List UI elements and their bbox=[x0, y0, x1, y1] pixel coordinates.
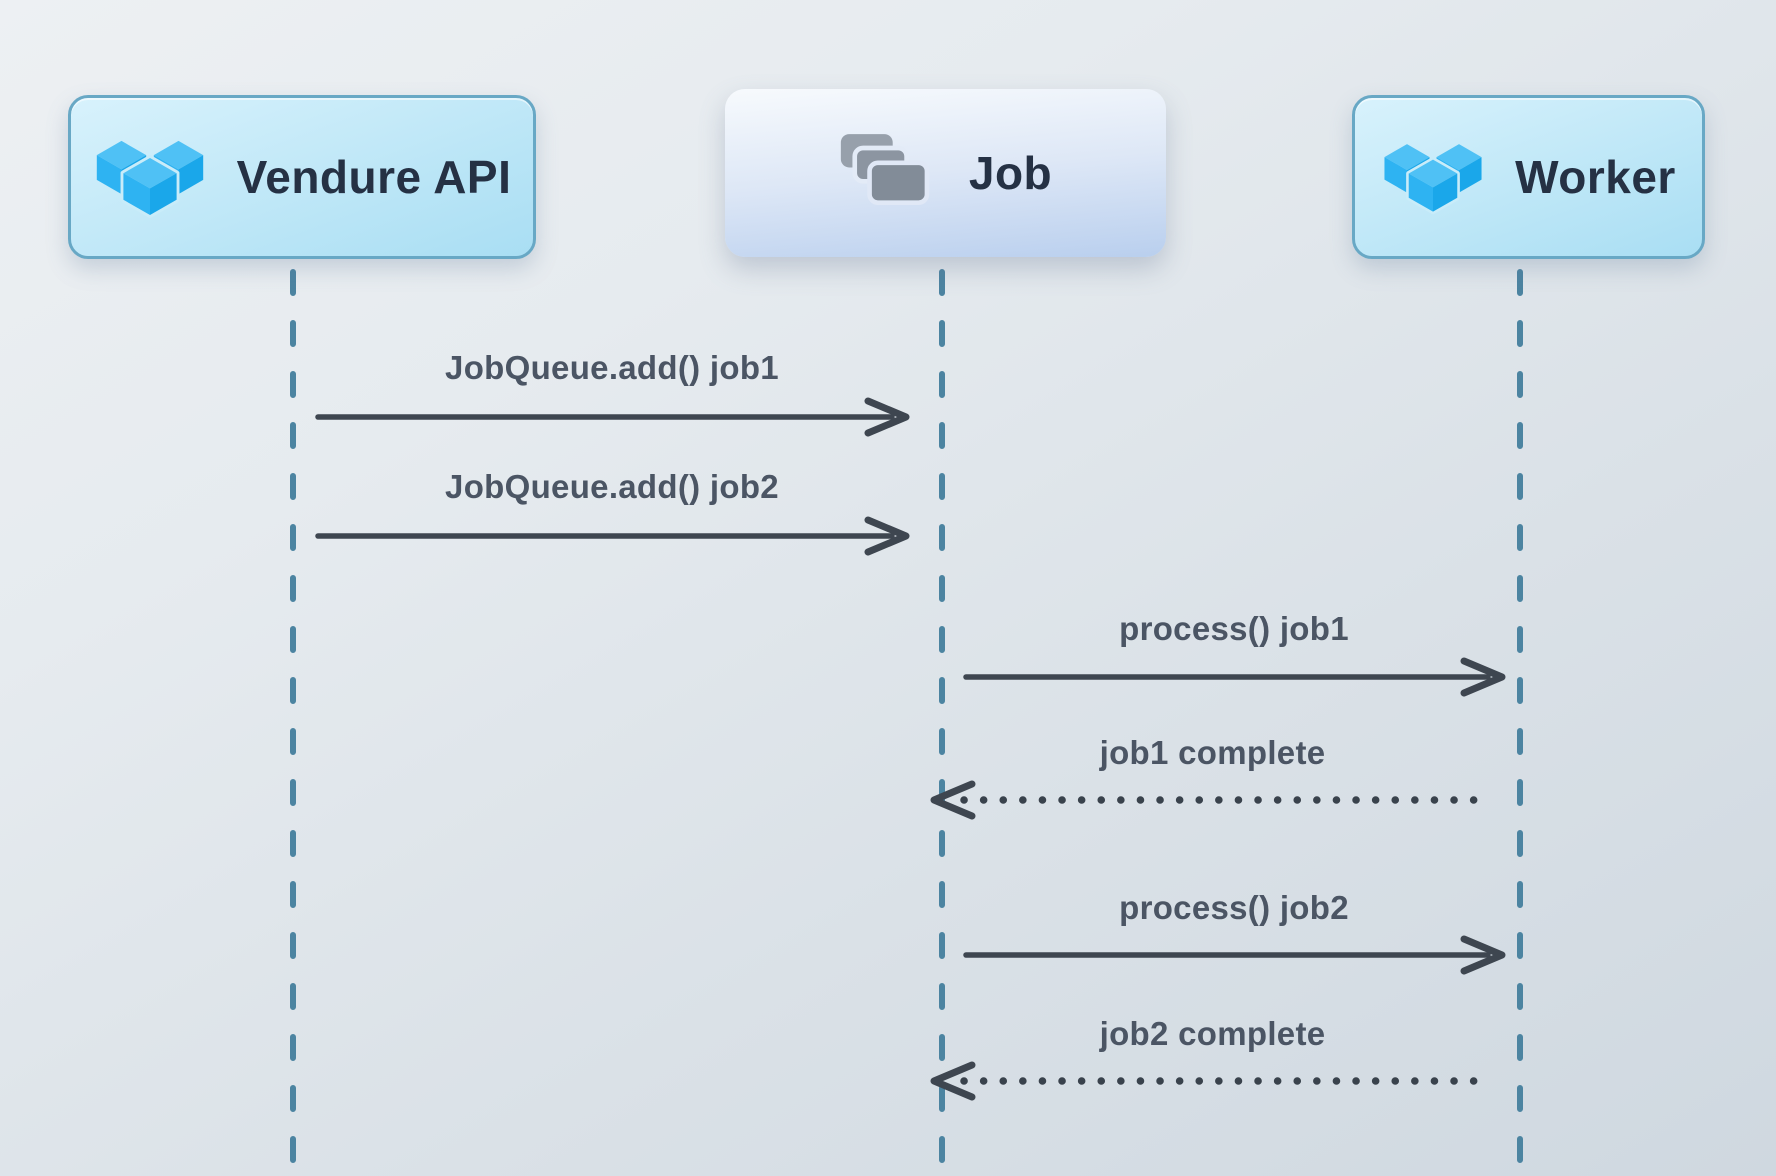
arrowhead-right-icon bbox=[1460, 657, 1506, 697]
arrowhead-right-icon bbox=[864, 516, 910, 556]
message-label: process() job1 bbox=[1119, 610, 1349, 647]
message-label: job1 complete bbox=[1099, 734, 1326, 771]
arrowhead-left-icon bbox=[930, 780, 976, 820]
actor-label-worker: Worker bbox=[1515, 151, 1676, 203]
arrowhead-right-icon bbox=[1460, 935, 1506, 975]
actor-vendure-api: Vendure API bbox=[68, 95, 536, 259]
actor-label-vendure-api: Vendure API bbox=[236, 151, 512, 203]
arrowhead-right-icon bbox=[864, 397, 910, 437]
actor-worker: Worker bbox=[1352, 95, 1705, 259]
vendure-logo-icon bbox=[93, 133, 207, 221]
arrowhead-left-icon bbox=[930, 1061, 976, 1101]
actor-label-job: Job bbox=[968, 147, 1053, 199]
message-label: JobQueue.add() job1 bbox=[445, 349, 779, 386]
message-label: process() job2 bbox=[1119, 889, 1349, 926]
vendure-logo-icon bbox=[1381, 137, 1485, 217]
job-stack-icon bbox=[839, 132, 939, 214]
message-label: JobQueue.add() job2 bbox=[445, 468, 779, 505]
message-label: job2 complete bbox=[1099, 1015, 1326, 1052]
actor-job: Job bbox=[725, 89, 1166, 257]
